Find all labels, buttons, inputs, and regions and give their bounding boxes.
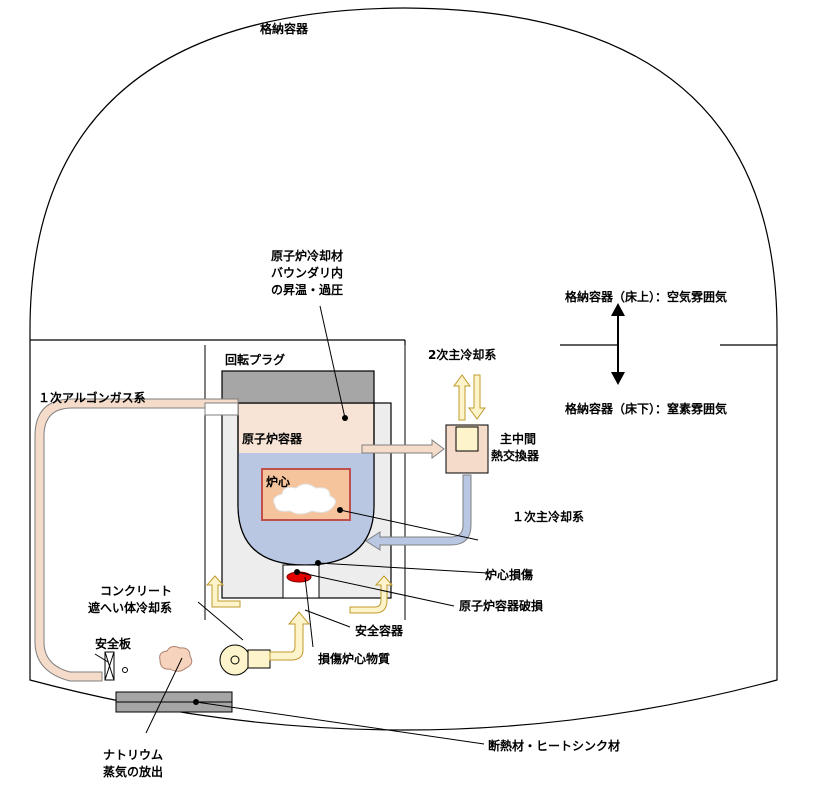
containment-label: 格納容器: [260, 21, 309, 36]
sodium-vapor-label-2: 蒸気の放出: [103, 764, 163, 779]
upper-atmosphere-label: 格納容器（床上）：空気雰囲気: [565, 289, 727, 304]
cold-leg-pipe: [365, 474, 472, 551]
rotating-plug: [221, 370, 375, 404]
secondary-loop-label: 2次主冷却系: [428, 347, 496, 362]
argon-pipe-penetration: [204, 402, 239, 416]
core-label: 炉心: [266, 474, 290, 489]
boundary-label-2: バウンダリ内: [271, 265, 343, 280]
leader-lines: [94, 305, 489, 745]
secondary-down-arrow: [468, 374, 486, 420]
argon-gas-label: １次アルゴンガス系: [38, 390, 146, 405]
primary-loop-label: １次主冷却系: [512, 509, 584, 524]
cooling-arrow-left: [205, 575, 241, 608]
vessel-failure-label: 原子炉容器破損: [459, 598, 544, 613]
boundary-label-1: 原子炉冷却材: [271, 248, 343, 263]
sodium-vapor-cloud: [159, 646, 193, 672]
cooling-arrow-right: [349, 575, 394, 614]
damaged-core-material: [286, 571, 312, 583]
operating-floor: [30, 339, 777, 346]
hot-leg-arrow: [361, 439, 445, 459]
core-damage-label: 炉心損傷: [485, 567, 533, 582]
sodium-vapor-label-1: ナトリウム: [103, 748, 163, 762]
debris-tray: [282, 564, 320, 599]
debris-label: 損傷炉心物質: [318, 651, 390, 666]
core-damage-cloud: [273, 483, 336, 515]
guard-vessel-label: 安全容器: [355, 623, 404, 638]
insulation-label: 断熱材・ヒートシンク材: [488, 738, 620, 753]
containment-vessel: [29, 7, 778, 731]
secondary-up-arrow: [453, 374, 471, 421]
safety-plate: [104, 651, 128, 681]
boundary-label-3: の昇温・過圧: [271, 282, 343, 297]
blower-duct-arrow: [269, 611, 311, 661]
rotating-plug-label: 回転プラグ: [225, 352, 285, 367]
ihx-label-2: 熱交換器: [491, 448, 540, 463]
argon-gas-pipe: [34, 398, 239, 682]
lower-atmosphere-label: 格納容器（床下）：窒素雰囲気: [565, 401, 727, 416]
ihx-label-1: 主中間: [500, 431, 536, 446]
concrete-cooling-label-1: コンクリート: [100, 584, 172, 598]
blower: [219, 644, 271, 676]
concrete-cooling-label-2: 遮へい体冷却系: [88, 600, 172, 615]
reactor-vessel-label: 原子炉容器: [242, 431, 303, 446]
cell-wall: [204, 345, 406, 620]
safety-plate-label: 安全板: [95, 636, 132, 651]
